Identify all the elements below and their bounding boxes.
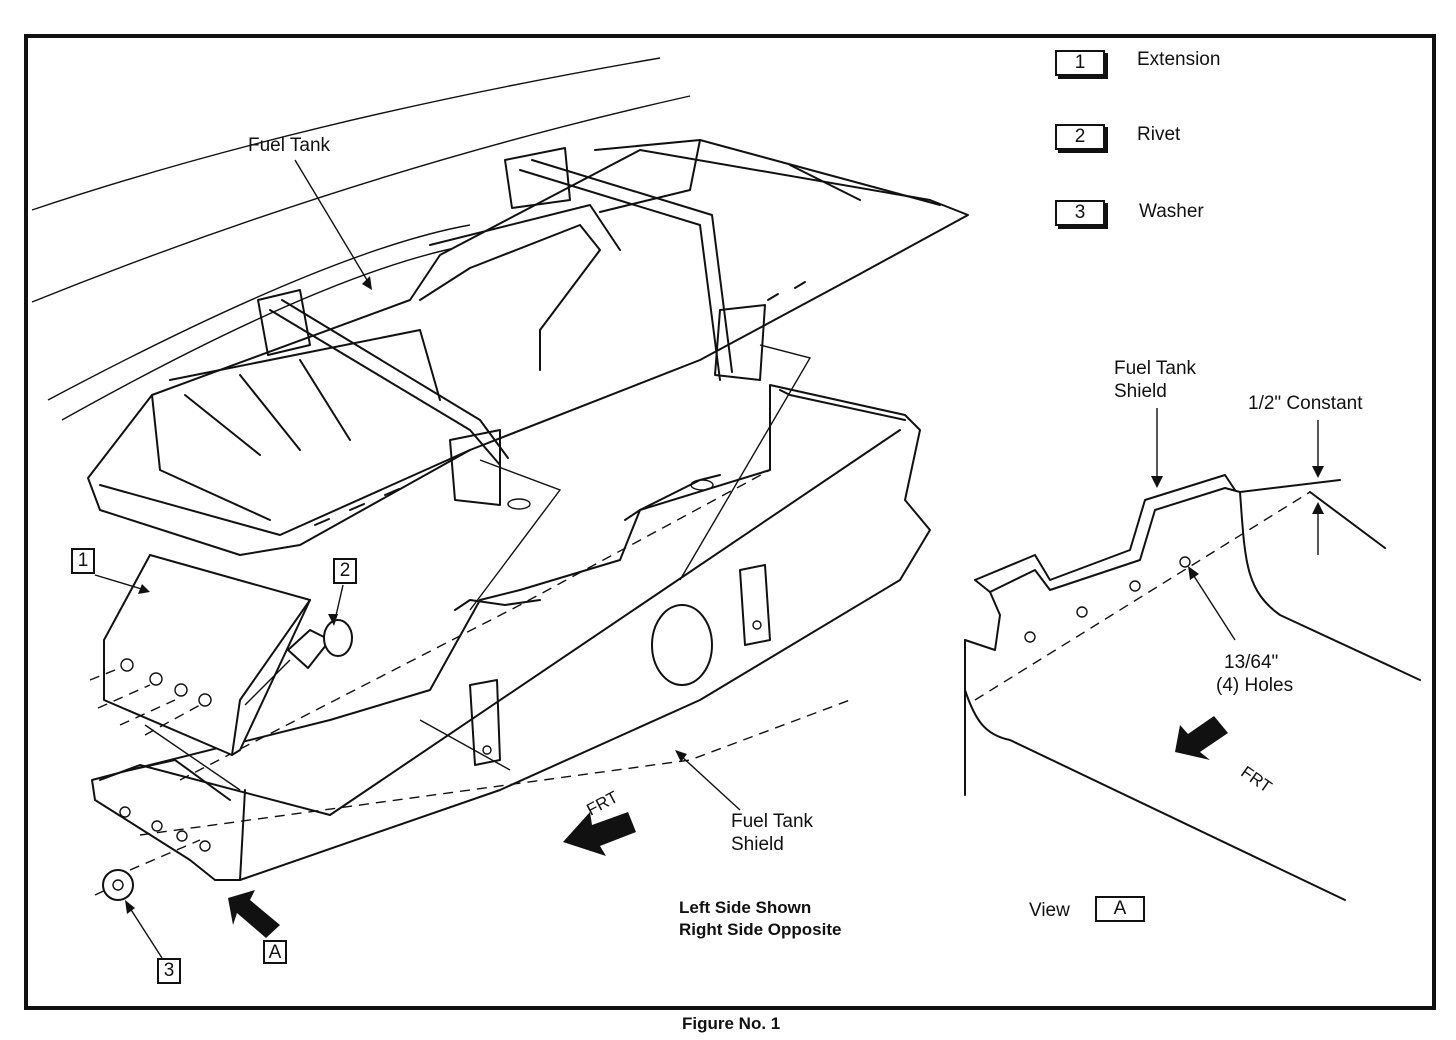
label-view: View: [1029, 900, 1070, 921]
note-right-side-opposite: Right Side Opposite: [679, 920, 842, 939]
label-half-inch-constant: 1/2" Constant: [1248, 393, 1363, 414]
frt-arrow-main-drawing: [563, 812, 636, 856]
label-fuel-tank-shield-main-line1: Fuel Tank: [731, 811, 814, 832]
label-fuel-tank: Fuel Tank: [248, 135, 331, 156]
vehicle-body-lines: [31, 57, 691, 421]
label-fuel-tank-shield-view-line1: Fuel Tank: [1114, 358, 1197, 379]
fuel-tank-shield-drawing: [91, 344, 931, 881]
label-hole-size: 13/64": [1224, 652, 1279, 673]
main-leader-lines: [94, 159, 741, 959]
callout-1: 1: [71, 548, 95, 574]
rivet-part-drawing: [287, 619, 353, 669]
washer-part-drawing: [94, 839, 201, 901]
extension-part-drawing: [89, 554, 311, 791]
callout-3: 3: [157, 958, 181, 984]
note-left-side-shown: Left Side Shown: [679, 898, 812, 917]
legend-box-1: 1: [1055, 50, 1105, 76]
legend-box-2: 2: [1055, 124, 1105, 150]
view-a-inset-drawing: [964, 408, 1421, 901]
callout-2: 2: [333, 558, 357, 584]
figure-caption: Figure No. 1: [682, 1014, 781, 1033]
figure-frame: [24, 34, 1436, 1010]
legend-label-extension: Extension: [1137, 49, 1221, 70]
label-fuel-tank-shield-main-line2: Shield: [731, 834, 784, 855]
label-view-letter: A: [1095, 896, 1145, 922]
fuel-tank-drawing: [87, 139, 969, 556]
label-hole-count: (4) Holes: [1216, 675, 1294, 696]
legend-label-washer: Washer: [1139, 201, 1204, 222]
view-a-arrow-drawing: [228, 890, 280, 938]
label-fuel-tank-shield-view-line2: Shield: [1114, 381, 1167, 402]
legend-box-3: 3: [1055, 200, 1105, 226]
callout-a: A: [263, 940, 287, 964]
legend-label-rivet: Rivet: [1137, 124, 1181, 145]
